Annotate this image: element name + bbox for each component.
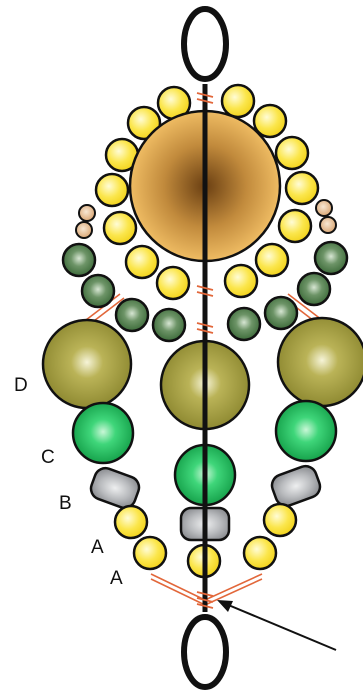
tan-bead xyxy=(319,216,337,234)
yellow-bead xyxy=(252,103,288,139)
wrap-mid-upper xyxy=(196,285,214,297)
label-a-upper: A xyxy=(91,537,104,558)
green-bead-left xyxy=(71,401,135,465)
bottom-ring xyxy=(181,614,229,690)
tan-beads xyxy=(75,199,337,239)
olive-pearls xyxy=(41,316,363,431)
yellow-bead-a-upper-right xyxy=(262,502,298,538)
tan-bead xyxy=(78,204,96,222)
yellow-bead-a-upper-left xyxy=(113,504,149,540)
gray-beads xyxy=(89,464,322,542)
yellow-bead xyxy=(220,83,256,119)
wrap-top xyxy=(196,92,214,104)
yellow-halo xyxy=(94,83,320,301)
dark-green-bead xyxy=(263,295,299,331)
yellow-a-beads xyxy=(113,502,298,579)
label-d: D xyxy=(14,375,28,396)
dark-green-bead xyxy=(114,297,150,333)
label-b: B xyxy=(59,493,72,514)
gray-bead-right xyxy=(270,464,322,508)
dark-green-bead xyxy=(313,240,349,276)
olive-pearl-left xyxy=(41,318,133,410)
top-ring xyxy=(181,6,229,82)
yellow-bead-a-lower-left xyxy=(132,535,168,571)
wrap-bottom xyxy=(196,591,214,609)
olive-pearl-right xyxy=(276,316,363,408)
yellow-bead xyxy=(94,172,130,208)
yellow-bead xyxy=(274,135,310,171)
thread-right-link xyxy=(287,293,323,321)
green-beads xyxy=(71,399,338,507)
green-bead-right xyxy=(274,399,338,463)
yellow-bead-a-lower-right xyxy=(242,535,278,571)
yellow-bead xyxy=(277,208,313,244)
yellow-bead xyxy=(223,263,259,299)
wrap-mid-lower xyxy=(196,322,214,334)
yellow-bead xyxy=(124,244,160,280)
dark-green-bead xyxy=(80,273,116,309)
dark-green-bead xyxy=(61,242,97,278)
yellow-bead xyxy=(126,105,162,141)
thread-wraps xyxy=(196,92,214,609)
yellow-bead xyxy=(155,265,191,301)
label-a-lower: A xyxy=(110,568,123,589)
yellow-bead xyxy=(102,210,138,246)
dark-green-arc xyxy=(61,240,349,343)
label-c: C xyxy=(41,447,55,468)
arrow-icon xyxy=(217,600,337,651)
yellow-bead xyxy=(284,170,320,206)
dark-green-bead xyxy=(151,307,187,343)
tan-bead xyxy=(315,199,333,217)
dark-green-bead xyxy=(226,306,262,342)
yellow-bead xyxy=(254,242,290,278)
dark-green-bead xyxy=(296,271,332,307)
gray-bead-left xyxy=(89,466,141,510)
tan-bead xyxy=(75,221,93,239)
